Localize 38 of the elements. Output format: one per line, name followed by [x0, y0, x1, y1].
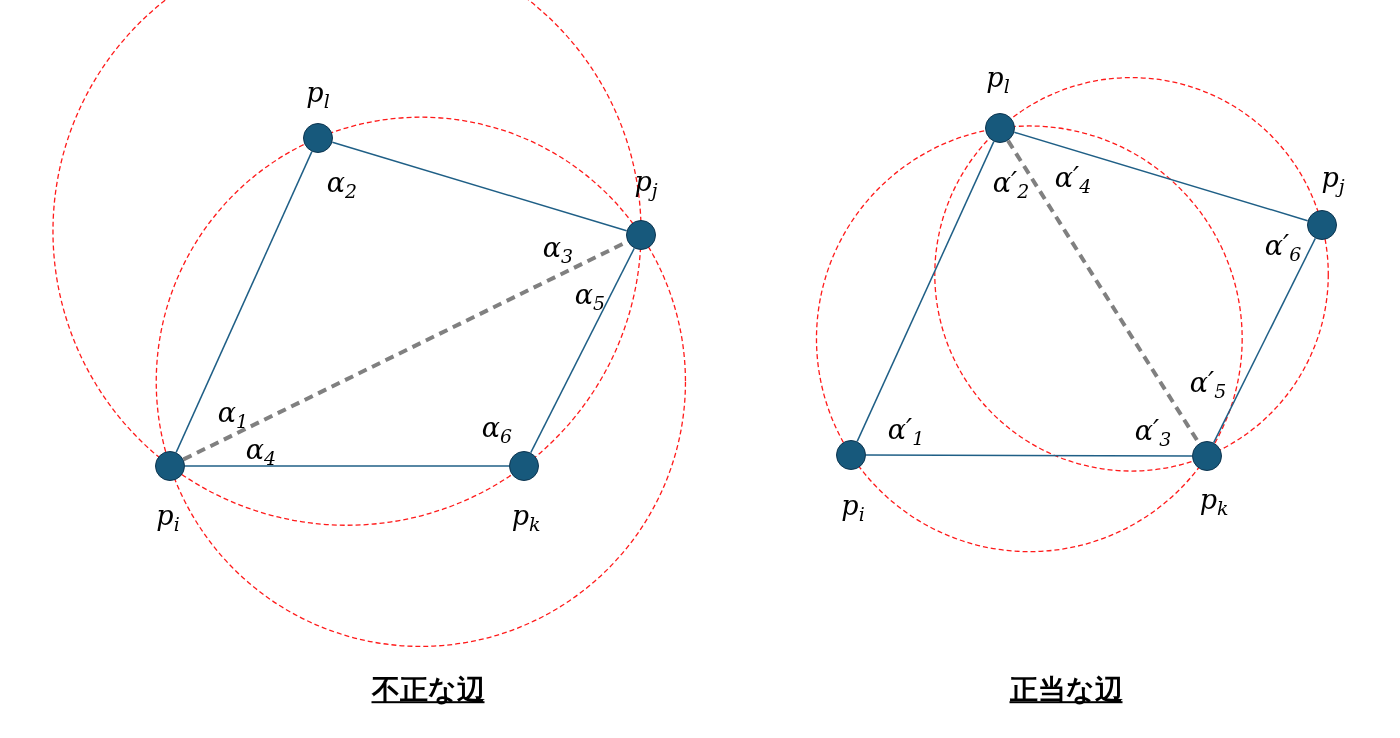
point-label: p$_{k}$: [511, 502, 541, 534]
point-circle: [303, 123, 333, 153]
edge-line: [530, 247, 635, 454]
edge-line: [175, 150, 313, 454]
angle-label: α′$_{4}$: [1054, 164, 1092, 196]
point-circle: [509, 451, 539, 481]
point-circle: [985, 113, 1015, 143]
point-circle: [626, 220, 656, 250]
edge-line: [865, 454, 1193, 457]
angle-label: α$_{3}$: [542, 234, 574, 266]
point-label: p$_{i}$: [156, 502, 180, 534]
angle-label: α′$_{2}$: [992, 169, 1030, 201]
angle-label: α$_{4}$: [245, 436, 277, 468]
edge-line: [856, 140, 995, 443]
point-circle: [1307, 210, 1337, 240]
edge-line: [184, 465, 510, 467]
point-label: p$_{j}$: [634, 168, 658, 200]
point-label: p$_{k}$: [1199, 486, 1229, 518]
point-label: p$_{l}$: [306, 79, 330, 111]
angle-label: α$_{6}$: [481, 414, 513, 446]
angle-label: α$_{2}$: [326, 169, 358, 201]
edge-line: [1212, 237, 1317, 444]
angle-label: α$_{1}$: [217, 399, 249, 431]
point-label: p$_{l}$: [986, 64, 1010, 96]
point-label: p$_{i}$: [841, 492, 865, 524]
point-circle: [1192, 441, 1222, 471]
caption: 正当な辺: [1009, 673, 1123, 707]
edge-line: [331, 141, 628, 232]
angle-label: α′$_{1}$: [887, 416, 925, 448]
point-circle: [155, 451, 185, 481]
angle-label: α′$_{6}$: [1264, 232, 1302, 264]
point-label: p$_{j}$: [1321, 164, 1345, 196]
point-circle: [836, 440, 866, 470]
angle-label: α′$_{5}$: [1189, 369, 1227, 401]
edge-line: [1013, 131, 1309, 222]
angle-label: α′$_{3}$: [1134, 417, 1172, 449]
caption: 不正な辺: [371, 673, 485, 707]
angle-label: α$_{5}$: [574, 281, 606, 313]
